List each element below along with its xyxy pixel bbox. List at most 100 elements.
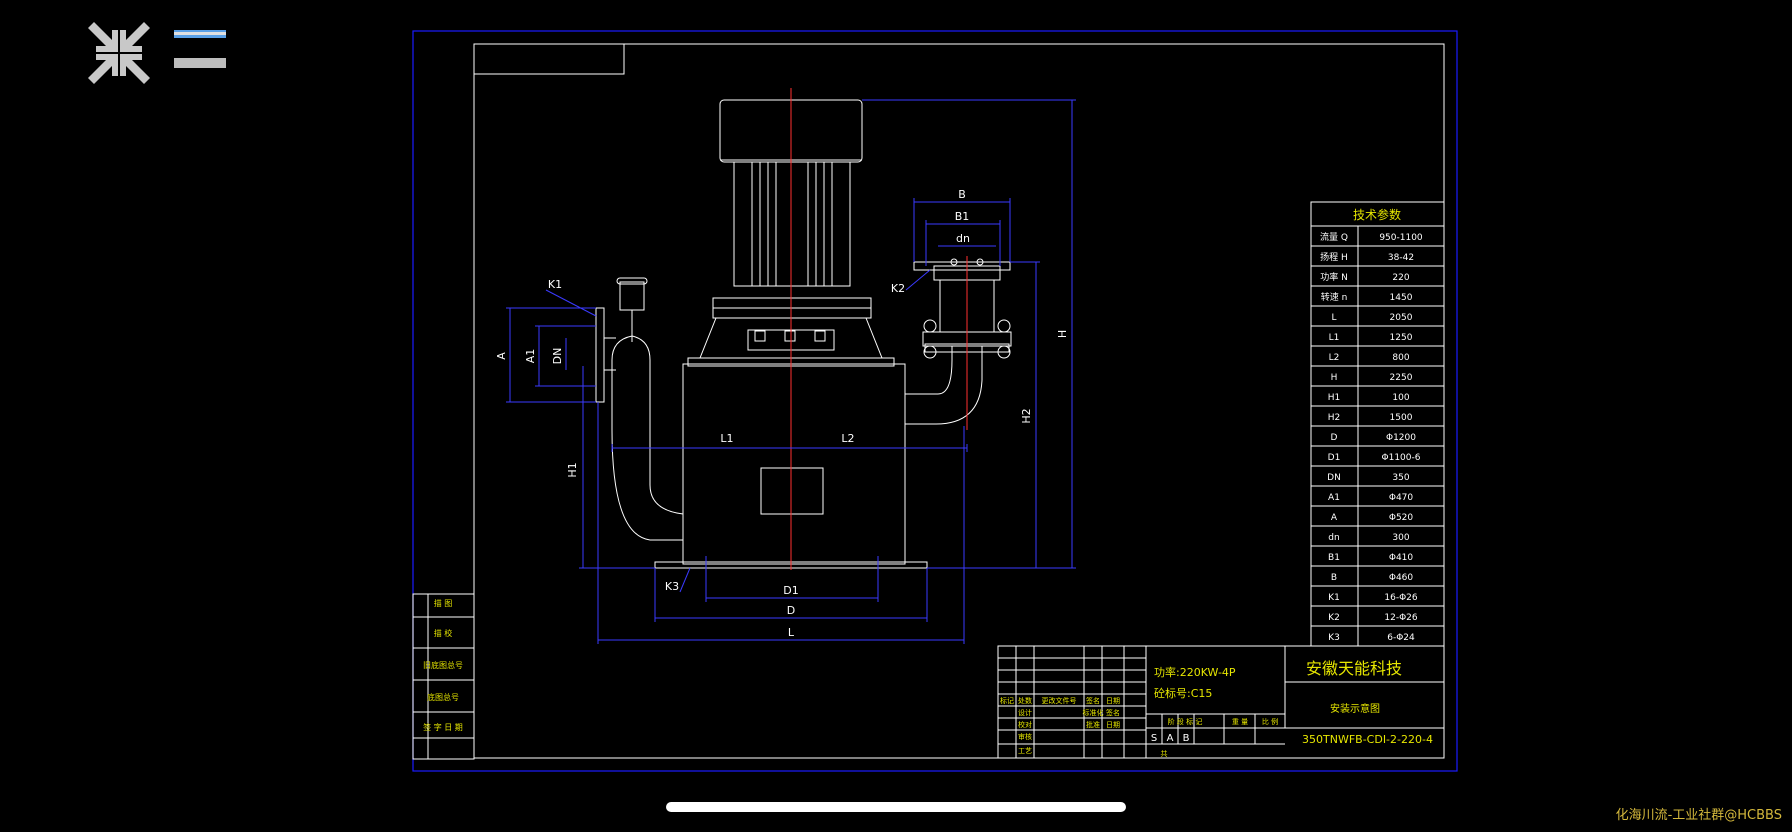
tb-mark: 标记 — [1000, 696, 1014, 705]
param-name: H2 — [1328, 413, 1341, 423]
tb-scale-header: 比 例 — [1262, 717, 1278, 726]
param-name: DN — [1327, 473, 1341, 483]
tb-sheet-label: 共 — [1161, 749, 1168, 758]
tb-date: 日期 — [1106, 697, 1120, 705]
tb-change-file: 更改文件号 — [1042, 696, 1077, 705]
param-name: A — [1331, 513, 1338, 523]
dim-D1: D1 — [783, 584, 798, 597]
menu-lines-icon — [174, 30, 226, 68]
watermark-text: 化海川流-工业社群@HCBBS — [1615, 808, 1782, 823]
dim-L1: L1 — [720, 432, 733, 445]
tb-weight-header: 重 量 — [1232, 718, 1248, 726]
tb-checker: 校对 — [1018, 720, 1032, 729]
dim-D: D — [787, 604, 795, 617]
param-name: A1 — [1328, 493, 1340, 503]
side-block — [412, 593, 475, 760]
param-value: Φ1200 — [1386, 433, 1416, 443]
param-name: K1 — [1328, 593, 1340, 603]
tb-designer: 设计 — [1018, 708, 1032, 717]
tb-concrete-note: 砼标号:C15 — [1154, 686, 1212, 700]
outlet-bolts — [923, 258, 1011, 359]
dimension-labels: B B1 dn K1 K2 K3 A A1 DN H H2 H1 L1 L2 D… — [495, 188, 1069, 639]
tb-stage-b: B — [1183, 733, 1190, 744]
dim-DN: DN — [551, 348, 564, 365]
tb-sign: 签名 — [1086, 696, 1100, 705]
corner-box — [473, 43, 625, 75]
param-value: 1500 — [1390, 413, 1413, 423]
tb-stage-a: A — [1167, 733, 1174, 744]
param-value: 2050 — [1390, 313, 1413, 323]
param-value: 2250 — [1390, 373, 1413, 383]
param-name: D — [1331, 433, 1338, 443]
param-value: 800 — [1392, 353, 1409, 363]
param-value: Φ520 — [1389, 513, 1414, 523]
tb-process: 工艺 — [1018, 747, 1032, 755]
param-name: H — [1331, 373, 1338, 383]
collapse-arrows-icon — [88, 22, 150, 84]
param-value: 950-1100 — [1379, 233, 1423, 243]
dim-K1: K1 — [548, 278, 562, 291]
tb-approve: 批准 — [1086, 720, 1100, 729]
param-value: Φ470 — [1389, 493, 1414, 503]
dim-B: B — [958, 188, 966, 201]
inner-frame — [473, 43, 1445, 759]
param-value: Φ410 — [1389, 553, 1414, 563]
param-value: 300 — [1392, 533, 1409, 543]
param-name: 功率 N — [1320, 271, 1348, 283]
param-name: dn — [1328, 533, 1339, 543]
param-name: K3 — [1328, 633, 1340, 643]
param-value: 220 — [1392, 273, 1409, 283]
dim-B1: B1 — [955, 210, 970, 223]
dim-dn: dn — [956, 232, 970, 245]
param-value: 6-Φ24 — [1387, 633, 1415, 643]
param-value: 1250 — [1390, 333, 1413, 343]
param-name: L2 — [1329, 353, 1340, 363]
title-block — [997, 645, 1445, 759]
menu-button[interactable] — [172, 26, 228, 74]
side-label-3: 旧底图总号 — [423, 660, 463, 670]
dimension-lines — [506, 99, 1076, 644]
tb-company: 安徽天能科技 — [1306, 659, 1402, 678]
param-value: 350 — [1392, 473, 1409, 483]
dim-L: L — [788, 626, 795, 639]
param-value: Φ1100-6 — [1382, 453, 1421, 463]
param-name: B1 — [1328, 553, 1340, 563]
side-label-5: 签 字 日 期 — [423, 722, 463, 732]
tb-drawing-number: 350TNWFB-CDI-2-220-4 — [1302, 733, 1433, 746]
param-value: 16-Φ26 — [1384, 593, 1418, 603]
pump-drawing — [595, 99, 1012, 569]
tb-stage-s: S — [1151, 733, 1157, 744]
param-name: L1 — [1329, 333, 1340, 343]
tb-date2: 日期 — [1106, 721, 1120, 729]
tb-drawing-name: 安装示意图 — [1330, 702, 1380, 715]
param-name: 流量 Q — [1320, 231, 1348, 243]
param-name: B — [1331, 573, 1337, 583]
dim-K3: K3 — [665, 580, 679, 593]
collapse-view-button[interactable] — [86, 20, 152, 86]
tb-sign2: 签名 — [1106, 708, 1120, 717]
param-name: L — [1331, 313, 1336, 323]
outer-frame — [412, 30, 1458, 772]
dim-K2: K2 — [891, 282, 905, 295]
dim-H2: H2 — [1020, 408, 1033, 423]
param-name: H1 — [1328, 393, 1341, 403]
param-value: Φ460 — [1389, 573, 1414, 583]
home-indicator[interactable] — [666, 802, 1126, 812]
param-name: 转速 n — [1321, 291, 1348, 303]
dim-H: H — [1056, 330, 1069, 338]
param-value: 1450 — [1390, 293, 1413, 303]
param-name: D1 — [1328, 453, 1341, 463]
side-label-4: 底图总号 — [427, 692, 459, 702]
param-value: 12-Φ26 — [1384, 613, 1418, 623]
dim-L2: L2 — [841, 432, 854, 445]
tb-stage-header: 阶 段 标 记 — [1168, 717, 1203, 726]
dim-A1: A1 — [524, 349, 537, 364]
tb-review: 审核 — [1018, 732, 1032, 741]
dim-H1: H1 — [566, 462, 579, 477]
params-title: 技术参数 — [1353, 207, 1401, 222]
tb-count: 处数 — [1018, 696, 1032, 705]
dim-A: A — [495, 352, 508, 360]
